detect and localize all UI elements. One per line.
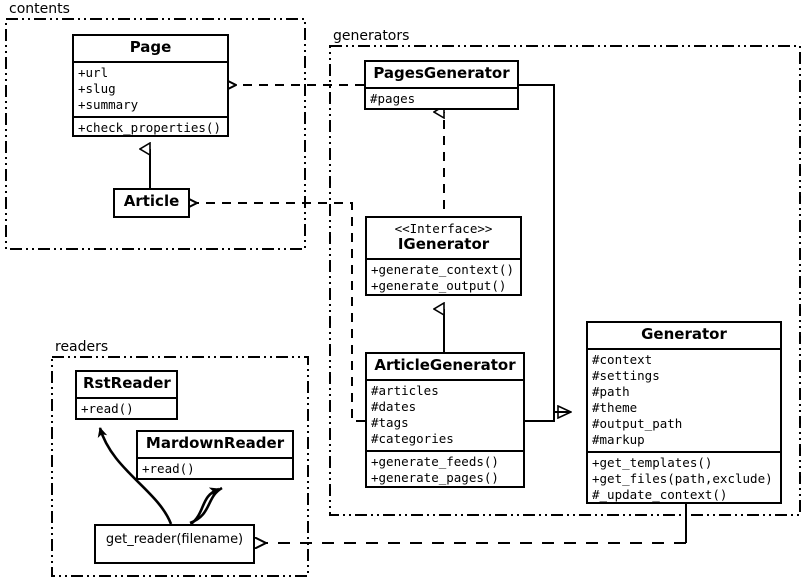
attribute-row: +summary	[78, 96, 139, 112]
relationship-get-reader-creates-mardownreader	[189, 486, 223, 526]
class-box-igenerator[interactable]: <<Interface>> IGenerator +generate_conte…	[365, 216, 522, 296]
class-title-rst-reader: RstReader	[83, 374, 171, 392]
attribute-row: #path	[592, 383, 630, 399]
class-title-pages-generator: PagesGenerator	[373, 64, 510, 82]
class-attributes-pages-generator: #pages	[366, 89, 517, 110]
class-box-generator[interactable]: Generator #context #settings #path #them…	[586, 321, 782, 504]
class-attributes-generator: #context #settings #path #theme #output_…	[588, 350, 780, 451]
operation-row: +read()	[81, 400, 134, 416]
class-operations-article-generator: +generate_feeds() +generate_pages()	[367, 452, 523, 489]
class-box-rst-reader[interactable]: RstReader +read()	[75, 370, 178, 420]
class-box-article[interactable]: Article	[113, 188, 190, 218]
class-operations-mardown-reader: +read()	[138, 459, 292, 480]
attribute-row: #categories	[371, 430, 454, 446]
attribute-row: #dates	[371, 398, 417, 414]
operation-row: +generate_pages()	[371, 469, 499, 485]
class-operations-generator: +get_templates() +get_files(path,exclude…	[588, 453, 780, 506]
operation-row: +generate_feeds()	[371, 453, 499, 469]
class-box-article-generator[interactable]: ArticleGenerator #articles #dates #tags …	[365, 352, 525, 488]
relationship-articlegenerator-uses-article	[197, 203, 365, 422]
attribute-row: +slug	[78, 80, 116, 96]
class-box-get-reader[interactable]: get_reader(filename)	[94, 524, 255, 564]
package-label-readers: readers	[53, 339, 111, 355]
attribute-row: #tags	[371, 414, 409, 430]
operation-row: +read()	[142, 460, 195, 476]
class-attributes-article-generator: #articles #dates #tags #categories	[367, 381, 523, 450]
operation-row: #_update_context()	[592, 486, 728, 502]
class-box-mardown-reader[interactable]: MardownReader +read()	[136, 430, 294, 480]
class-title-igenerator: <<Interface>> IGenerator	[367, 218, 520, 258]
attribute-row: +url	[78, 64, 109, 80]
attribute-row: #pages	[370, 90, 416, 106]
class-title-mardown-reader: MardownReader	[145, 434, 285, 452]
attribute-row: #output_path	[592, 415, 683, 431]
class-operations-rst-reader: +read()	[77, 399, 176, 420]
class-title-generator: Generator	[641, 325, 727, 343]
class-operations-page: +check_properties()	[74, 118, 227, 139]
package-label-contents: contents	[7, 1, 72, 17]
class-title-article: Article	[123, 192, 180, 210]
operation-row: +get_templates()	[592, 454, 713, 470]
attribute-row: #markup	[592, 431, 645, 447]
operation-row: +generate_output()	[371, 278, 507, 294]
class-operations-igenerator: +generate_context() +generate_output()	[367, 260, 520, 297]
relationship-generator-uses-get-reader	[266, 504, 687, 543]
attribute-row: #settings	[592, 367, 660, 383]
class-name-igenerator: IGenerator	[397, 235, 490, 254]
class-attributes-page: +url +slug +summary	[74, 63, 227, 116]
operation-row: +check_properties()	[78, 119, 221, 135]
function-title-get-reader: get_reader(filename)	[105, 532, 244, 547]
attribute-row: #articles	[371, 382, 439, 398]
relationship-articlegenerator-extends-generator	[525, 411, 571, 422]
package-label-generators: generators	[331, 28, 412, 44]
class-title-page: Page	[129, 38, 172, 56]
relationship-pagesgenerator-extends-generator	[519, 84, 571, 412]
attribute-row: #theme	[592, 399, 638, 415]
operation-row: +generate_context()	[371, 262, 514, 278]
class-box-pages-generator[interactable]: PagesGenerator #pages	[364, 60, 519, 110]
class-box-page[interactable]: Page +url +slug +summary +check_properti…	[72, 34, 229, 137]
operation-row: +get_files(path,exclude)	[592, 470, 773, 486]
class-title-article-generator: ArticleGenerator	[374, 356, 516, 374]
attribute-row: #context	[592, 351, 653, 367]
